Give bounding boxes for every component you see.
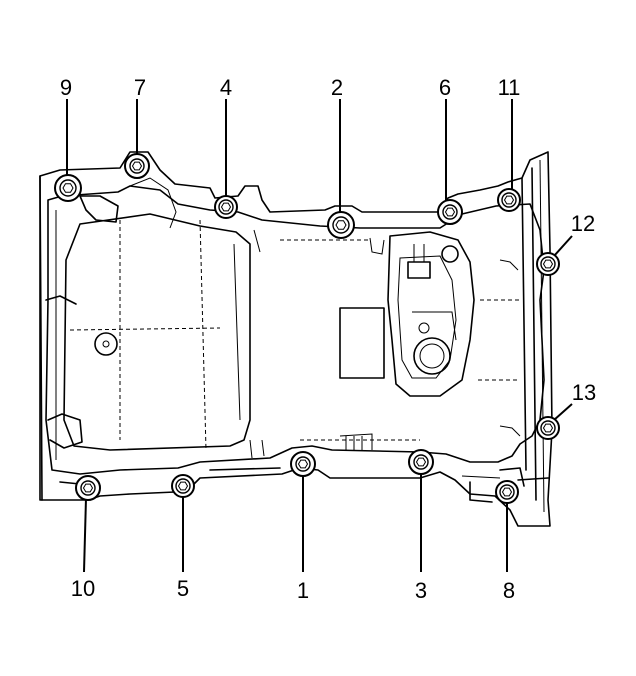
callout-6: 6 bbox=[439, 75, 451, 100]
bolts bbox=[54, 153, 560, 504]
callout-2: 2 bbox=[331, 75, 343, 100]
bolt-8 bbox=[495, 480, 519, 504]
callout-labels: 9 7 4 2 6 11 12 13 10 5 1 3 8 bbox=[60, 75, 596, 603]
callout-9: 9 bbox=[60, 75, 72, 100]
callout-7: 7 bbox=[134, 75, 146, 100]
bolt-11 bbox=[497, 188, 521, 212]
bolt-9 bbox=[54, 174, 82, 202]
callout-4: 4 bbox=[220, 75, 232, 100]
bolt-7 bbox=[124, 153, 150, 179]
callout-1: 1 bbox=[297, 578, 309, 603]
bolt-13 bbox=[536, 416, 560, 440]
bolt-12 bbox=[536, 252, 560, 276]
callout-3: 3 bbox=[415, 578, 427, 603]
bolt-4 bbox=[214, 195, 238, 219]
bolt-10 bbox=[75, 475, 101, 501]
callout-12: 12 bbox=[571, 211, 595, 236]
callout-13: 13 bbox=[572, 380, 596, 405]
bolt-6 bbox=[437, 199, 463, 225]
callout-10: 10 bbox=[71, 576, 95, 601]
bolt-3 bbox=[408, 449, 434, 475]
bolt-5 bbox=[171, 474, 195, 498]
bolt-1 bbox=[290, 451, 316, 477]
callout-11: 11 bbox=[498, 75, 521, 100]
leader-12 bbox=[553, 235, 573, 257]
leader-10 bbox=[83, 497, 87, 573]
oil-pan-body bbox=[39, 151, 553, 527]
callout-8: 8 bbox=[503, 578, 515, 603]
bolt-2 bbox=[327, 211, 355, 239]
leader-13 bbox=[553, 403, 573, 421]
callout-5: 5 bbox=[177, 576, 189, 601]
leader-lines bbox=[66, 99, 573, 573]
